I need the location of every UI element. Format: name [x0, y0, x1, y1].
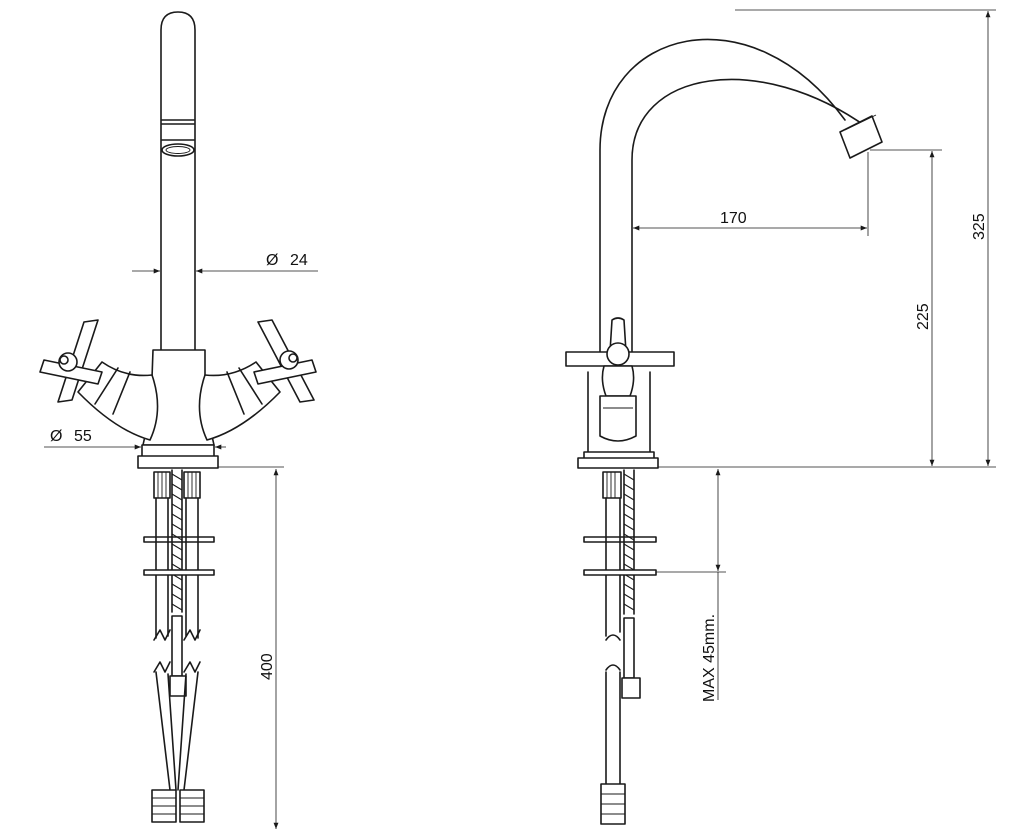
dim-pipe-diameter: Ø 24 — [132, 252, 318, 274]
side-spout-inner — [631, 78, 869, 353]
side-view: 170 225 325 MAX 45mm. — [565, 9, 996, 825]
spout-reach-value: 170 — [720, 210, 747, 227]
dim-base-diameter: Ø 55 — [44, 428, 226, 450]
dim-spout-height: 225 — [870, 149, 942, 466]
front-underdeck — [143, 469, 215, 823]
base-diameter-symbol: Ø — [50, 428, 62, 445]
side-base — [577, 451, 659, 469]
dim-shank-length: 400 — [218, 466, 284, 829]
side-body — [587, 371, 651, 453]
base-diameter-value: 55 — [74, 428, 92, 445]
max-deck-thickness-value: MAX 45mm. — [701, 614, 718, 702]
front-base — [137, 444, 219, 469]
front-aerator-ring — [161, 143, 195, 157]
side-underdeck — [583, 469, 657, 825]
side-aerator — [839, 115, 883, 159]
front-right-handle — [198, 319, 317, 441]
dim-total-height: 325 — [658, 9, 996, 468]
front-aerator — [161, 119, 195, 141]
shank-length-value: 400 — [259, 653, 276, 680]
dim-max-deck-thickness: MAX 45mm. — [656, 469, 726, 702]
pipe-diameter-value: 24 — [290, 252, 308, 269]
spout-height-value: 225 — [915, 303, 932, 330]
front-left-handle — [39, 319, 159, 441]
front-view: Ø 24 Ø 55 400 — [39, 11, 318, 829]
side-cartridge — [599, 395, 637, 442]
total-height-value: 325 — [971, 213, 988, 240]
pipe-diameter-symbol: Ø — [266, 252, 278, 269]
dim-spout-reach: 170 — [631, 152, 869, 236]
front-spout-pipe — [160, 11, 196, 353]
side-spout-outer — [599, 38, 846, 353]
